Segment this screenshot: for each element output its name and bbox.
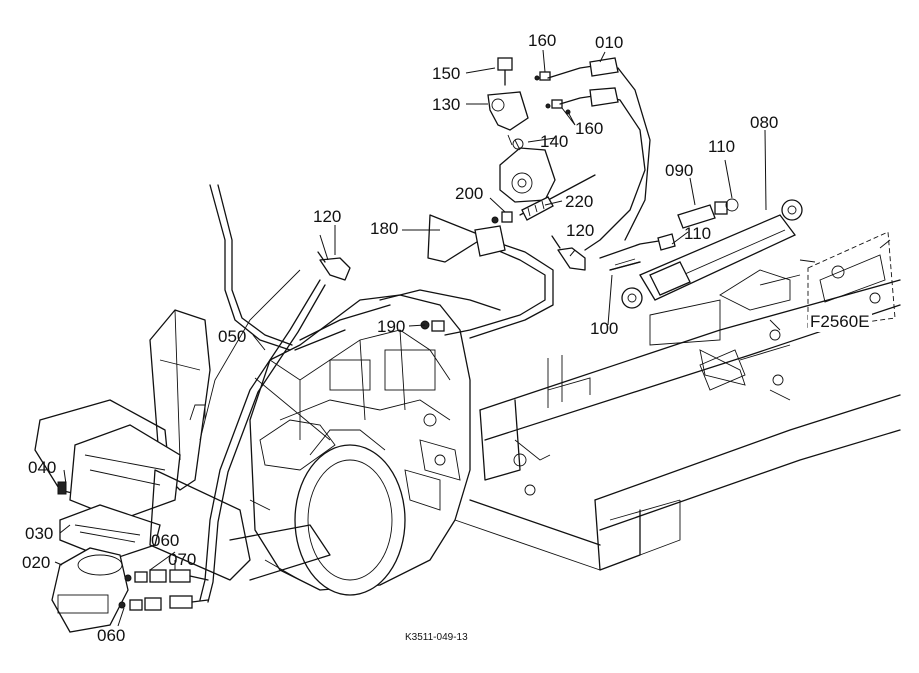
bolt-150 — [497, 57, 513, 86]
clamp-120-left — [317, 251, 351, 281]
part-label-130: 130 — [432, 95, 461, 114]
hose-050 — [199, 184, 331, 603]
part-label-100: 100 — [590, 319, 619, 338]
part-label-040: 040 — [28, 458, 57, 477]
reference-box-label: F2560E — [808, 312, 872, 332]
reference-detail-box — [799, 231, 896, 331]
part-label-190: 190 — [377, 317, 406, 336]
fittings-090-110 — [599, 198, 739, 259]
part-label-060-upper: 060 — [151, 531, 180, 550]
steering-column-assembly — [34, 309, 331, 633]
fitting-190 — [420, 320, 445, 332]
part-label-050: 050 — [218, 327, 247, 346]
pipe-220 — [519, 174, 596, 221]
part-label-030: 030 — [25, 524, 54, 543]
part-label-070: 070 — [168, 550, 197, 569]
fitting-200 — [491, 211, 513, 224]
part-label-120-left: 120 — [313, 207, 342, 226]
fittings-160 — [534, 71, 571, 115]
part-label-020: 020 — [22, 553, 51, 572]
part-label-140: 140 — [540, 132, 569, 151]
part-label-120-right: 120 — [566, 221, 595, 240]
part-label-160-upper: 160 — [528, 31, 557, 50]
part-label-110-lower: 110 — [684, 224, 712, 243]
part-label-090: 090 — [665, 161, 694, 180]
steering-cylinder — [609, 199, 803, 401]
hose-010 — [547, 57, 651, 251]
pipe-180 — [294, 214, 554, 351]
part-label-220: 220 — [565, 192, 594, 211]
fittings-060-070 — [118, 569, 209, 611]
upper-pump — [487, 91, 556, 203]
hose-100 — [609, 258, 641, 271]
part-label-200: 200 — [455, 184, 484, 203]
leader-lines — [54, 49, 767, 627]
part-label-150: 150 — [432, 64, 461, 83]
part-label-160-lower: 160 — [575, 119, 604, 138]
part-label-080: 080 — [750, 113, 779, 132]
clamp-120-right — [551, 235, 586, 271]
part-label-010: 010 — [595, 33, 624, 52]
part-label-060-lower: 060 — [97, 626, 126, 645]
part-label-110-upper: 110 — [708, 137, 736, 156]
part-label-180: 180 — [370, 219, 399, 238]
drawing-code: K3511-049-13 — [405, 632, 468, 643]
